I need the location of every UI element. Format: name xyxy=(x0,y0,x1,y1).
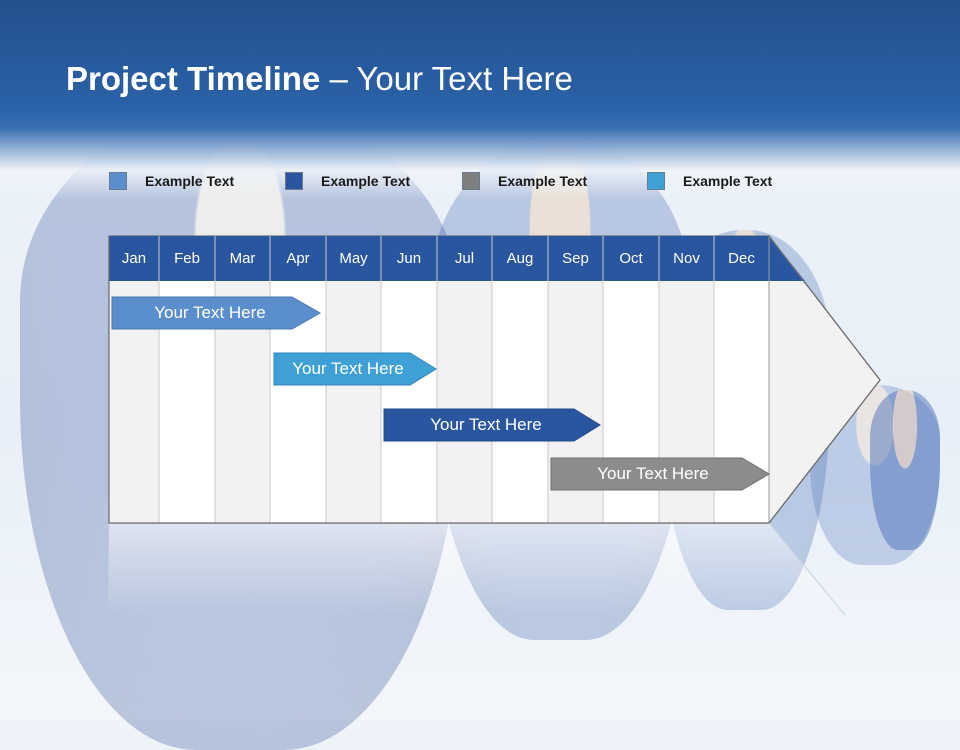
legend-item-2: Example Text xyxy=(285,170,410,192)
legend-label-2: Example Text xyxy=(321,173,411,189)
month-may: May xyxy=(339,250,368,267)
month-aug: Aug xyxy=(506,250,534,267)
legend-swatch-1 xyxy=(109,172,127,190)
month-jul: Jul xyxy=(454,250,475,267)
legend-label-3: Example Text xyxy=(498,173,588,189)
month-header-bar xyxy=(109,236,805,281)
task-bar-1-shape xyxy=(111,296,322,330)
month-feb: Feb xyxy=(174,250,200,267)
task-bar-3-label: Your Text Here xyxy=(430,415,542,434)
legend-label-4: Example Text xyxy=(683,173,773,189)
month-mar: Mar xyxy=(229,250,256,267)
legend-item-4: Example Text xyxy=(647,170,772,192)
legend-label-1: Example Text xyxy=(145,173,235,189)
slide-header xyxy=(0,0,960,200)
task-bar-2[interactable]: Your Text Here xyxy=(274,353,422,385)
task-bar-1[interactable]: Your Text Here xyxy=(112,297,308,329)
month-column xyxy=(381,281,437,523)
task-bar-1-label: Your Text Here xyxy=(154,303,266,322)
legend-item-1: Example Text xyxy=(109,170,234,192)
slide-title-bold: Project Timeline xyxy=(66,60,321,97)
task-bar-3-shape xyxy=(383,408,601,442)
arrow-tip-outline xyxy=(768,235,881,524)
month-oct: Oct xyxy=(619,250,643,267)
legend-swatch-2 xyxy=(285,172,303,190)
reflection-edge-right xyxy=(768,522,846,616)
task-bar-2-shape xyxy=(273,352,437,386)
month-column xyxy=(326,281,381,523)
month-dec: Dec xyxy=(728,250,755,267)
month-nov: Nov xyxy=(673,250,700,267)
timeline-reflection xyxy=(109,523,845,615)
task-bar-4[interactable]: Your Text Here xyxy=(551,458,755,490)
timeline-chart xyxy=(108,235,881,616)
legend-item-3: Example Text xyxy=(462,170,587,192)
slide-title[interactable]: Project Timeline – Your Text Here xyxy=(66,60,573,98)
task-bar-3[interactable]: Your Text Here xyxy=(384,409,588,441)
legend-swatch-3 xyxy=(462,172,480,190)
month-jun: Jun xyxy=(396,250,422,267)
month-apr: Apr xyxy=(286,250,310,267)
task-bar-2-label: Your Text Here xyxy=(292,359,404,378)
task-bar-4-label: Your Text Here xyxy=(597,464,709,483)
month-column xyxy=(492,281,548,523)
task-bar-4-shape xyxy=(550,457,770,491)
month-sep: Sep xyxy=(562,250,589,267)
legend-swatch-4 xyxy=(647,172,665,190)
month-column xyxy=(437,281,492,523)
slide-title-rest: – Your Text Here xyxy=(320,60,573,97)
month-jan: Jan xyxy=(121,250,147,267)
